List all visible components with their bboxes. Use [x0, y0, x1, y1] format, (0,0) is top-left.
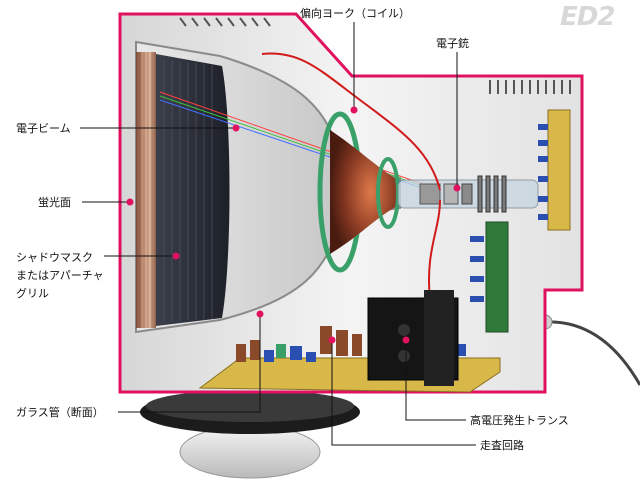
flyback-transformer — [367, 290, 459, 386]
label-hv-transformer: 高電圧発生トランス — [470, 414, 569, 427]
hv-lead — [428, 199, 441, 301]
label-glass-tube: ガラス管（断面） — [16, 406, 104, 419]
mask-slots — [163, 60, 213, 322]
rear-vent — [489, 80, 571, 94]
label-shadow-mask-line1: シャドウマスク — [16, 251, 93, 264]
label-shadow-mask-line2: またはアパーチャ — [16, 269, 104, 282]
screen-scanlines — [139, 52, 153, 328]
leader-lines — [80, 22, 476, 446]
stand — [140, 390, 360, 479]
leader-dots — [126, 106, 461, 344]
label-phosphor-screen: 蛍光面 — [38, 196, 71, 209]
label-electron-gun: 電子銃 — [436, 37, 469, 50]
power-cable — [544, 320, 640, 386]
top-vent — [179, 17, 271, 27]
label-deflection-yoke: 偏向ヨーク（コイル） — [300, 7, 410, 20]
label-scan-circuit: 走査回路 — [480, 439, 524, 452]
anode-lead — [261, 52, 441, 191]
phosphor-screen — [136, 52, 156, 328]
label-shadow-mask-line3: グリル — [16, 287, 49, 300]
side-circuit-board — [470, 221, 509, 333]
brand-logo: ED2 — [560, 2, 615, 32]
electron-gun — [397, 175, 539, 213]
label-electron-beam: 電子ビーム — [16, 122, 71, 135]
rear-circuit-board — [538, 109, 571, 231]
